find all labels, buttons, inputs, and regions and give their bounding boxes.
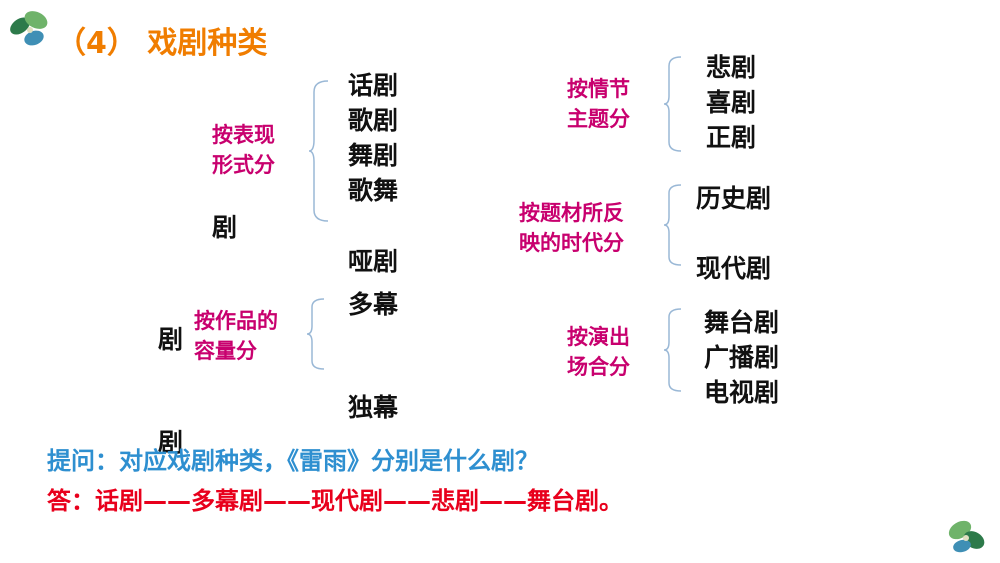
category-form-label: 按表现 形式分 [212,120,275,180]
category-form-label-line2: 形式分 [212,153,275,177]
list-item: 舞剧 [348,141,399,170]
list-item: 喜剧 [706,88,757,117]
brace-theme [663,56,682,152]
era-item-history: 历史剧 [696,184,772,213]
form-items: 话剧 歌剧 舞剧 歌舞 [348,68,398,208]
category-venue-label-line2: 场合分 [567,355,630,379]
category-capacity-label-line1: 按作品的 [194,309,278,333]
capacity-item-ju-2: 剧 [158,428,184,457]
brace-era [663,184,682,266]
page-title: （4） 戏剧种类 [56,26,268,61]
list-item: 舞台剧 [704,308,780,337]
brace-form [308,80,329,222]
list-item: 话剧 [348,71,399,100]
leaf-icon-bottom-right [948,520,985,553]
brace-capacity [306,298,325,370]
category-era-label-line1: 按题材所反 [519,201,624,225]
category-capacity-label-line2: 容量分 [194,339,257,363]
category-capacity-label: 按作品的 容量分 [194,306,278,366]
brace-venue [663,308,682,392]
list-item: 正剧 [706,123,757,152]
answer-text: 答：话剧——多幕剧——现代剧——悲剧——舞台剧。 [47,487,623,515]
category-form-label-line1: 按表现 [212,123,275,147]
form-extra-ju: 剧 [212,213,238,242]
list-item: 歌剧 [348,106,399,135]
form-extra-yaju: 哑剧 [348,247,399,276]
category-theme-label: 按情节 主题分 [567,74,630,134]
list-item: 电视剧 [704,378,780,407]
era-item-modern: 现代剧 [696,254,772,283]
list-item: 悲剧 [706,53,757,82]
venue-items: 舞台剧 广播剧 电视剧 [704,305,779,410]
category-era-label: 按题材所反 映的时代分 [519,198,624,258]
capacity-item-duomu: 多幕 [348,290,399,319]
leaf-icon-top-left [10,11,48,46]
capacity-item-dumu: 独幕 [348,393,399,422]
question-text: 提问：对应戏剧种类，《雷雨》分别是什么剧？ [47,447,539,475]
list-item: 广播剧 [704,343,780,372]
category-venue-label-line1: 按演出 [567,325,630,349]
capacity-item-ju-1: 剧 [158,325,184,354]
theme-items: 悲剧 喜剧 正剧 [706,50,756,155]
category-theme-label-line1: 按情节 [567,77,630,101]
list-item: 歌舞 [348,176,399,205]
category-era-label-line2: 映的时代分 [519,231,624,255]
category-theme-label-line2: 主题分 [567,107,630,131]
category-venue-label: 按演出 场合分 [567,322,630,382]
